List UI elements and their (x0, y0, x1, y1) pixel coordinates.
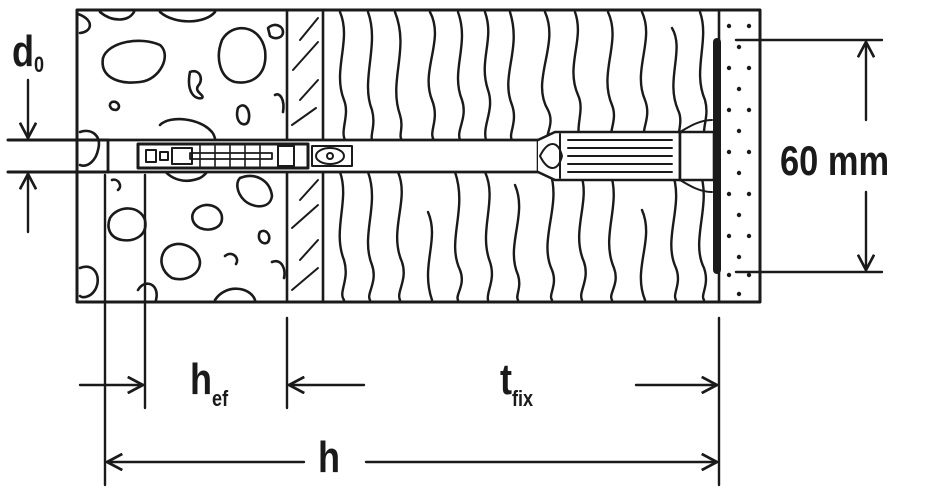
insulation-layer (338, 10, 708, 302)
d0-label-main: d (12, 27, 35, 76)
hef-label: hef (190, 355, 228, 410)
extension-lines (103, 173, 721, 487)
d0-label-sub: 0 (34, 52, 45, 77)
h-label-main: h (318, 433, 341, 482)
plate-diameter-dimension (734, 38, 884, 274)
tfix-label-main: t (500, 355, 513, 404)
plate-diameter-text: 60 mm (780, 137, 890, 184)
plaster-layer (291, 17, 319, 291)
hef-label-sub: ef (212, 386, 229, 411)
concrete-layer (76, 10, 286, 302)
plate-diameter-label: 60 mm (780, 140, 889, 182)
h-label: h (318, 436, 340, 480)
tfix-label: tfix (500, 355, 533, 410)
hef-label-main: h (190, 355, 213, 404)
tfix-label-sub: fix (512, 386, 534, 411)
anchor-dowel (6, 38, 721, 274)
wall-outline (75, 8, 762, 304)
d0-label: d0 (12, 27, 45, 77)
render-layer (726, 23, 752, 297)
